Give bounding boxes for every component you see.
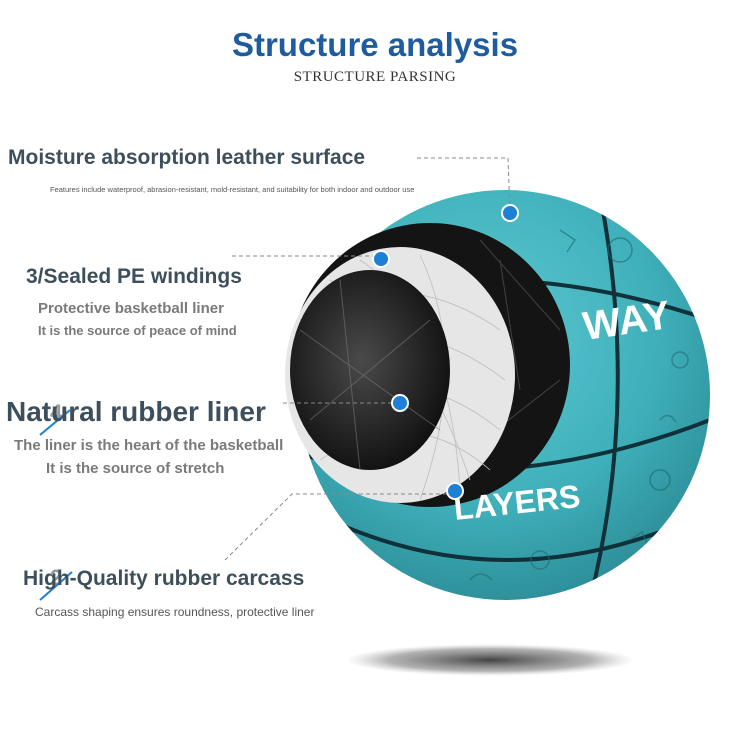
ball-shadow — [345, 644, 635, 676]
layer-heading-rubber-liner: Natural rubber liner — [6, 396, 266, 427]
layer-desc-rubber-liner-1: The liner is the heart of the basketball — [14, 437, 284, 454]
page-subtitle: STRUCTURE PARSING — [293, 69, 457, 85]
page-title: Structure analysis — [231, 26, 519, 63]
layer-desc-rubber-carcass: Carcass shaping ensures roundness, prote… — [35, 605, 315, 619]
layer-desc-pe-windings-2: It is the source of peace of mind — [38, 323, 237, 338]
marker-leather-surface — [501, 204, 519, 222]
layer-desc-rubber-liner-2: It is the source of stretch — [46, 460, 225, 477]
marker-rubber-liner — [391, 394, 409, 412]
layer-desc-leather-surface: Features include waterproof, abrasion-re… — [50, 185, 415, 194]
marker-pe-winding — [372, 250, 390, 268]
leader-lines — [224, 157, 511, 561]
layer-heading-leather-surface: Moisture absorption leather surface — [8, 146, 366, 169]
layer-desc-pe-windings-1: Protective basketball liner — [38, 300, 224, 317]
layer-heading-pe-windings: 3/Sealed PE windings — [26, 265, 242, 288]
layer-heading-rubber-carcass: High-Quality rubber carcass — [23, 567, 305, 590]
marker-rubber-carcass — [446, 482, 464, 500]
